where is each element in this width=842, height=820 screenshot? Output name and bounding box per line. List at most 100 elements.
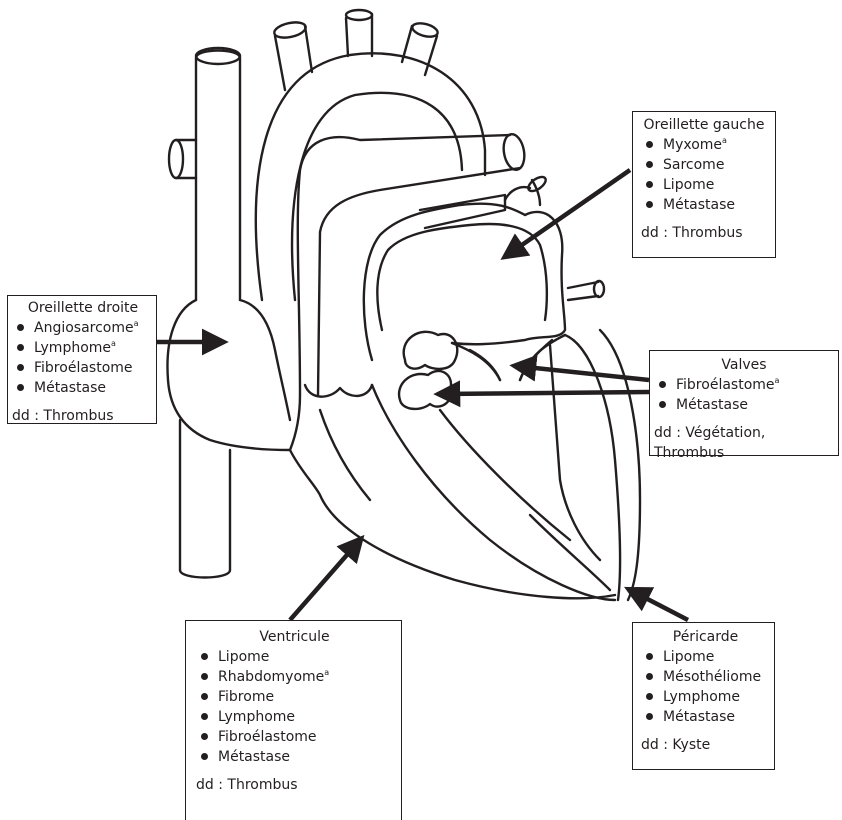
item-text: Fibroélastome bbox=[218, 729, 317, 745]
bullet-icon bbox=[201, 673, 208, 680]
azygos-vein bbox=[176, 140, 196, 178]
septum-inner bbox=[550, 345, 600, 560]
pulmonary-vein-branch bbox=[505, 180, 540, 205]
differential-diagnosis: dd : Thrombus bbox=[641, 223, 767, 243]
aortic-valve bbox=[399, 371, 451, 409]
arrow-oreillette-gauche bbox=[506, 170, 630, 256]
list-item: Lymphome bbox=[641, 687, 770, 707]
list-item: Lymphome bbox=[196, 707, 393, 727]
list-item: Lipome bbox=[641, 175, 767, 195]
item-text: Myxome bbox=[663, 137, 722, 153]
label-box-oreillette-gauche: Oreillette gauche Myxomea Sarcome Lipome… bbox=[632, 111, 776, 258]
footnote-marker: a bbox=[775, 376, 780, 385]
item-text: Sarcome bbox=[663, 157, 724, 173]
pv-opening-1 bbox=[526, 174, 548, 194]
list-item: Myxomea bbox=[641, 135, 767, 155]
item-text: Lipome bbox=[218, 649, 269, 665]
list-item: Fibrome bbox=[196, 687, 393, 707]
item-text: Lymphome bbox=[34, 340, 111, 356]
bullet-icon bbox=[646, 181, 653, 188]
item-text: Métastase bbox=[663, 709, 735, 725]
label-box-valves: Valves Fibroélastomea Métastase dd : Vég… bbox=[649, 350, 839, 456]
item-list: Angiosarcomea Lymphomea Fibroélastome Mé… bbox=[12, 318, 154, 398]
arrow-valves-mitral bbox=[516, 366, 649, 380]
bullet-icon bbox=[659, 401, 666, 408]
pulmonary-artery-opening bbox=[501, 133, 527, 172]
bullet-icon bbox=[646, 653, 653, 660]
footnote-marker: a bbox=[722, 136, 727, 145]
item-text: Lipome bbox=[663, 177, 714, 193]
footnote-marker: a bbox=[324, 668, 329, 677]
aortic-arch bbox=[256, 53, 485, 300]
interventricular-septum bbox=[372, 385, 615, 600]
list-item: Angiosarcomea bbox=[12, 318, 154, 338]
bullet-icon bbox=[201, 733, 208, 740]
item-text: Angiosarcome bbox=[34, 320, 134, 336]
item-text: Fibroélastome bbox=[676, 377, 775, 393]
bullet-icon bbox=[646, 693, 653, 700]
aortic-valve-upper bbox=[404, 332, 458, 369]
item-text: Fibroélastome bbox=[34, 360, 133, 376]
left-atrium-wall bbox=[364, 204, 565, 360]
list-item: Lipome bbox=[641, 647, 770, 667]
bullet-icon bbox=[201, 653, 208, 660]
bullet-icon bbox=[17, 364, 24, 371]
pv-opening-2 bbox=[594, 281, 604, 297]
label-box-pericarde: Péricarde Lipome Mésothéliome Lymphome M… bbox=[632, 622, 775, 770]
heart-apex bbox=[530, 515, 610, 590]
bullet-icon bbox=[17, 384, 24, 391]
list-item: Métastase bbox=[196, 747, 393, 767]
list-item: Métastase bbox=[641, 195, 767, 215]
item-text: Lymphome bbox=[663, 689, 740, 705]
list-item: Métastase bbox=[12, 378, 154, 398]
arrow-valves-aortic bbox=[440, 392, 649, 394]
list-item: Fibroélastomea bbox=[654, 375, 834, 395]
item-text: Métastase bbox=[663, 197, 735, 213]
bullet-icon bbox=[659, 381, 666, 388]
box-title: Valves bbox=[654, 355, 834, 375]
differential-diagnosis: dd : Thrombus bbox=[196, 775, 393, 795]
differential-diagnosis: dd : Kyste bbox=[641, 735, 770, 755]
bullet-icon bbox=[201, 753, 208, 760]
bullet-icon bbox=[17, 324, 24, 331]
pulmonary-trunk bbox=[298, 135, 520, 395]
item-list: Fibroélastomea Métastase bbox=[654, 375, 834, 415]
footnote-marker: a bbox=[111, 339, 116, 348]
list-item: Lipome bbox=[196, 647, 393, 667]
differential-diagnosis: dd : Végétation, Thrombus bbox=[654, 423, 834, 463]
list-item: Rhabdomyomea bbox=[196, 667, 393, 687]
branch-opening-2 bbox=[346, 10, 372, 20]
bullet-icon bbox=[646, 161, 653, 168]
item-text: Mésothéliome bbox=[663, 669, 761, 685]
bullet-icon bbox=[646, 141, 653, 148]
box-title: Péricarde bbox=[641, 627, 770, 647]
differential-diagnosis: dd : Thrombus bbox=[12, 406, 154, 426]
list-item: Sarcome bbox=[641, 155, 767, 175]
list-item: Lymphomea bbox=[12, 338, 154, 358]
branch-opening-3 bbox=[411, 21, 439, 39]
arrow-pericarde bbox=[630, 590, 688, 620]
pulmonary-valve bbox=[305, 385, 372, 397]
item-text: Lipome bbox=[663, 649, 714, 665]
item-list: Myxomea Sarcome Lipome Métastase bbox=[641, 135, 767, 215]
list-item: Fibroélastome bbox=[196, 727, 393, 747]
arrow-ventricule bbox=[290, 540, 360, 620]
list-item: Métastase bbox=[654, 395, 834, 415]
item-list: Lipome Mésothéliome Lymphome Métastase bbox=[641, 647, 770, 727]
list-item: Mésothéliome bbox=[641, 667, 770, 687]
box-title: Oreillette gauche bbox=[641, 115, 767, 135]
footnote-marker: a bbox=[134, 319, 139, 328]
item-text: Métastase bbox=[34, 380, 106, 396]
box-title: Oreillette droite bbox=[12, 298, 154, 318]
bullet-icon bbox=[201, 693, 208, 700]
item-text: Métastase bbox=[218, 749, 290, 765]
bullet-icon bbox=[201, 713, 208, 720]
bullet-icon bbox=[646, 201, 653, 208]
label-box-ventricule: Ventricule Lipome Rhabdomyomea Fibrome L… bbox=[185, 620, 402, 820]
label-box-oreillette-droite: Oreillette droite Angiosarcomea Lymphome… bbox=[7, 295, 157, 424]
azygos-opening bbox=[169, 140, 183, 178]
box-title: Ventricule bbox=[196, 627, 393, 647]
bullet-icon bbox=[646, 713, 653, 720]
item-text: Lymphome bbox=[218, 709, 295, 725]
list-item: Fibroélastome bbox=[12, 358, 154, 378]
